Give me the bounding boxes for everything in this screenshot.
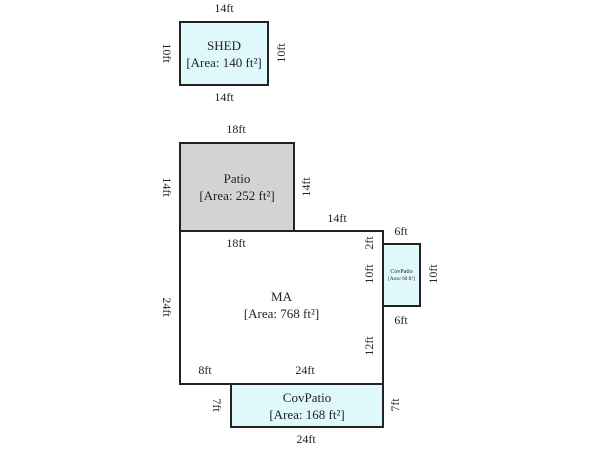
covpatio-bottom-room: CovPatio [Area: 168 ft²] xyxy=(230,383,384,428)
shed-area: [Area: 140 ft²] xyxy=(186,54,262,70)
main-area-room: MA [Area: 768 ft²] xyxy=(179,230,384,385)
patio-name: Patio xyxy=(223,171,251,186)
ma-bottom-right-dim: 24ft xyxy=(295,363,315,377)
covpatio-bottom-name: CovPatio xyxy=(282,389,332,405)
shed-top-dim: 14ft xyxy=(214,1,234,15)
covpatio-bottom-left-dim: 7ft xyxy=(210,398,224,412)
patio-bottom-dim: 18ft xyxy=(226,236,246,250)
ma-bottom-left-dim: 8ft xyxy=(198,363,212,377)
covpatio-bottom-area: [Area: 168 ft²] xyxy=(269,406,345,422)
covpatio-small-bottom-dim: 6ft xyxy=(394,313,408,327)
shed-right-dim: 10ft xyxy=(274,43,288,63)
covpatio-small-right-dim: 10ft xyxy=(426,264,440,284)
patio-top-dim: 18ft xyxy=(226,122,246,136)
covpatio-small-name: CovPatio xyxy=(390,268,413,275)
ma-right-upper-dim: 2ft xyxy=(362,236,376,250)
ma-left-dim: 24ft xyxy=(160,297,174,317)
covpatio-bottom-right-dim: 7ft xyxy=(388,398,402,412)
ma-name: MA xyxy=(271,289,292,304)
patio-right-dim: 14ft xyxy=(299,177,313,197)
shed-name: SHED xyxy=(207,37,241,53)
patio-area: [Area: 252 ft²] xyxy=(199,188,275,203)
shed-left-dim: 10ft xyxy=(160,43,174,63)
covpatio-small-area: [Area: 60 ft²] xyxy=(388,276,415,282)
ma-top-right-dim: 14ft xyxy=(327,211,347,225)
patio-left-dim: 14ft xyxy=(160,177,174,197)
ma-right-lower-dim: 12ft xyxy=(362,336,376,356)
shed-bottom-dim: 14ft xyxy=(214,90,234,104)
ma-right-mid-dim: 10ft xyxy=(362,264,376,284)
covpatio-bottom-bottom-dim: 24ft xyxy=(296,432,316,446)
shed-room: SHED [Area: 140 ft²] xyxy=(179,21,269,86)
covpatio-small-room: CovPatio [Area: 60 ft²] xyxy=(382,243,421,307)
ma-area: [Area: 768 ft²] xyxy=(243,306,320,321)
covpatio-small-top-dim: 6ft xyxy=(394,224,408,238)
patio-room: Patio [Area: 252 ft²] xyxy=(179,142,295,232)
